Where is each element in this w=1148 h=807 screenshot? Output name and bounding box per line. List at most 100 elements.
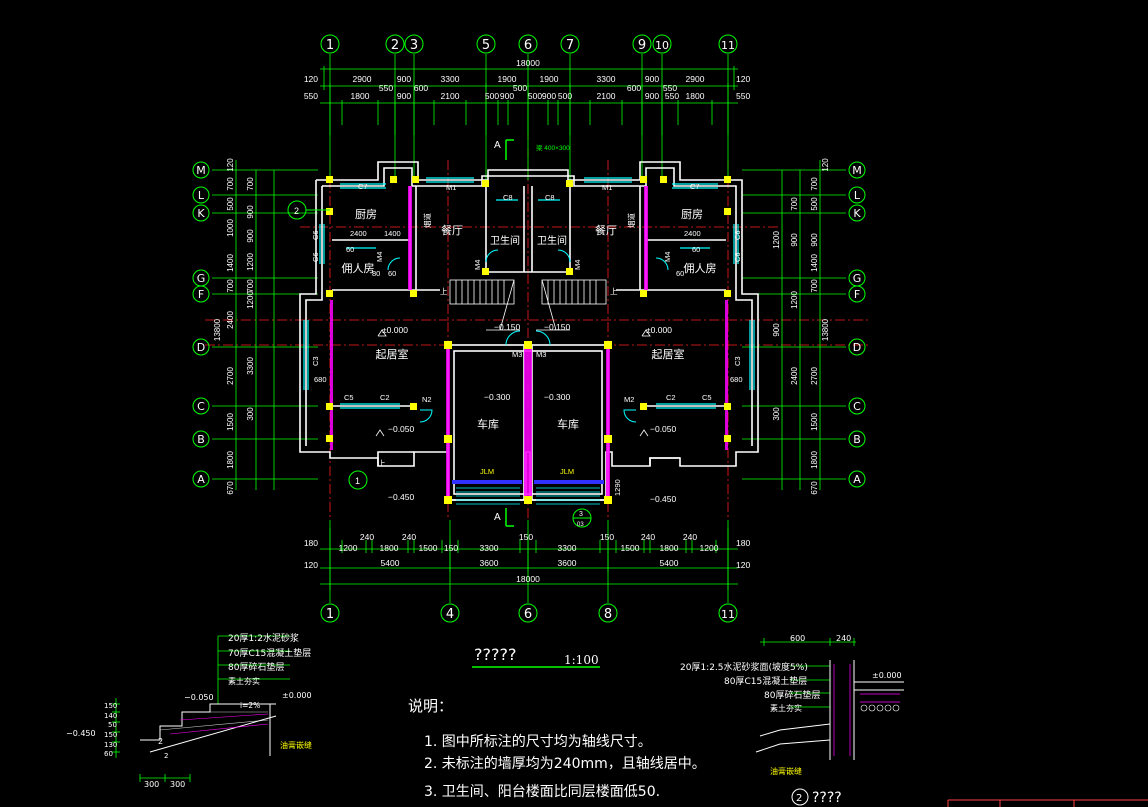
tag: M4 <box>375 252 384 262</box>
dim-text: 120 <box>304 74 318 84</box>
detail-level: −0.050 <box>184 693 214 702</box>
dim-text: 500 <box>513 83 527 93</box>
dim-text: 60 <box>692 245 700 254</box>
section-markers <box>505 139 514 527</box>
axis-label: D <box>197 341 205 354</box>
dim-text: 900 <box>397 91 411 101</box>
level-mark: ±0.000 <box>382 325 408 335</box>
dim-text: 1400 <box>384 229 401 238</box>
dim-text: 500 <box>558 91 572 101</box>
detail-layer: 20厚1:2.5水泥砂浆面(坡度5%) <box>680 661 808 673</box>
detail-dim: 300 <box>170 780 185 789</box>
dim-text: 300 <box>246 407 255 421</box>
room-label-kitchen: 厨房 <box>681 208 703 221</box>
detail-dim: 50 <box>108 721 117 729</box>
axis-label: A <box>197 473 205 486</box>
tag: M4 <box>573 260 582 270</box>
axis-label: A <box>853 473 861 486</box>
axis-label: M <box>196 164 206 177</box>
tag: C3 <box>733 356 742 366</box>
dim-text: 80 <box>372 269 380 278</box>
detail-slope: i=2% <box>240 701 260 710</box>
tag: M2 <box>624 395 634 404</box>
dim-text: 500 <box>528 91 542 101</box>
detail-layer: 70厚C15混凝土垫层 <box>228 647 311 659</box>
dim-text: 900 <box>500 91 514 101</box>
dim-text: 1900 <box>540 74 559 84</box>
dim-text: 3600 <box>480 558 499 568</box>
dim-text: 3600 <box>558 558 577 568</box>
tag: C7 <box>690 182 700 191</box>
dim-text: 120 <box>821 158 830 172</box>
dim-text: 2100 <box>441 91 460 101</box>
level-mark: −0.050 <box>650 424 677 434</box>
columns <box>326 176 731 504</box>
dim-text: 700 <box>810 177 819 191</box>
dimension-lines-bottom <box>320 528 738 590</box>
tag: M3 <box>536 350 546 359</box>
tag: C8 <box>503 193 513 202</box>
axis-label: K <box>853 207 861 220</box>
detail-tag: 2 <box>158 737 163 746</box>
detail-dim: 130 <box>104 741 117 749</box>
dim-text: 1000 <box>226 219 235 237</box>
room-label-dining: 餐厅 <box>595 223 617 237</box>
title-text: ????? <box>474 645 516 664</box>
room-label-bath: 卫生间 <box>490 234 520 247</box>
dim-text: 5400 <box>660 558 679 568</box>
detail-layer: 80厚碎石垫层 <box>228 661 284 673</box>
tag: C6 <box>733 252 742 262</box>
detail-layer: 20厚1:2水泥砂浆 <box>228 632 299 644</box>
dim-text: 550 <box>304 91 318 101</box>
tag: 烟道 <box>422 213 432 228</box>
dim-text: 300 <box>772 407 781 421</box>
axis-labels-bottom: 1 4 6 8 11 <box>326 607 735 622</box>
axis-labels-left: M L K G F D C B A <box>196 164 206 486</box>
dim-text: 2700 <box>810 367 819 385</box>
tag: JLM <box>480 467 494 476</box>
dim-text: 700 <box>246 279 255 293</box>
dim-text: 3300 <box>441 74 460 84</box>
axis-label: C <box>853 400 861 413</box>
dim-text: 2900 <box>353 74 372 84</box>
detail-note: 油膏嵌缝 <box>280 740 312 750</box>
detail-dim: 150 <box>104 731 117 739</box>
axis-label: 11 <box>721 39 735 52</box>
section-label: A <box>494 140 501 151</box>
doors <box>387 249 669 423</box>
dim-text: 550 <box>736 91 750 101</box>
tag: N2 <box>422 395 432 404</box>
dim-text: 2400 <box>350 229 367 238</box>
tag: C3 <box>311 356 320 366</box>
dim-text: 600 <box>627 83 641 93</box>
dim-text: 120 <box>736 560 750 570</box>
beam-note: 梁 400×300 <box>536 143 570 152</box>
axis-extension-lines <box>212 54 846 603</box>
axis-label: M <box>852 164 862 177</box>
detail-tag: 2 <box>164 752 168 760</box>
detail-dim: 60 <box>104 750 113 758</box>
dim-text: 1800 <box>660 543 679 553</box>
dim-text: 120 <box>226 158 235 172</box>
dim-text: 2400 <box>790 367 799 385</box>
dim-text: 700 <box>226 177 235 191</box>
axis-label: 10 <box>655 39 669 52</box>
component-tags: C7 C7 M1 M1 C8 C8 C6 C6 C6 C6 C5 C2 C2 C… <box>294 140 743 528</box>
dim-text: 700 <box>246 177 255 191</box>
dim-text: 2400 <box>226 311 235 329</box>
axis-label: 3 <box>410 38 418 53</box>
garage-doors <box>452 480 604 484</box>
dim-text: 900 <box>542 91 556 101</box>
axis-bubbles-top <box>320 34 738 54</box>
axis-grid <box>205 130 870 520</box>
dim-text: 1500 <box>810 413 819 431</box>
dim-text: 680 <box>730 375 743 384</box>
axis-label: 4 <box>446 607 454 622</box>
drawing-title: ????? 1:100 <box>472 645 600 668</box>
callout-number: 2 <box>294 206 299 216</box>
dim-text: 120 <box>736 74 750 84</box>
axis-label: D <box>853 341 861 354</box>
tag: M1 <box>446 183 456 192</box>
detail-level: −0.450 <box>66 729 96 738</box>
detail-dim: 140 <box>104 712 117 720</box>
